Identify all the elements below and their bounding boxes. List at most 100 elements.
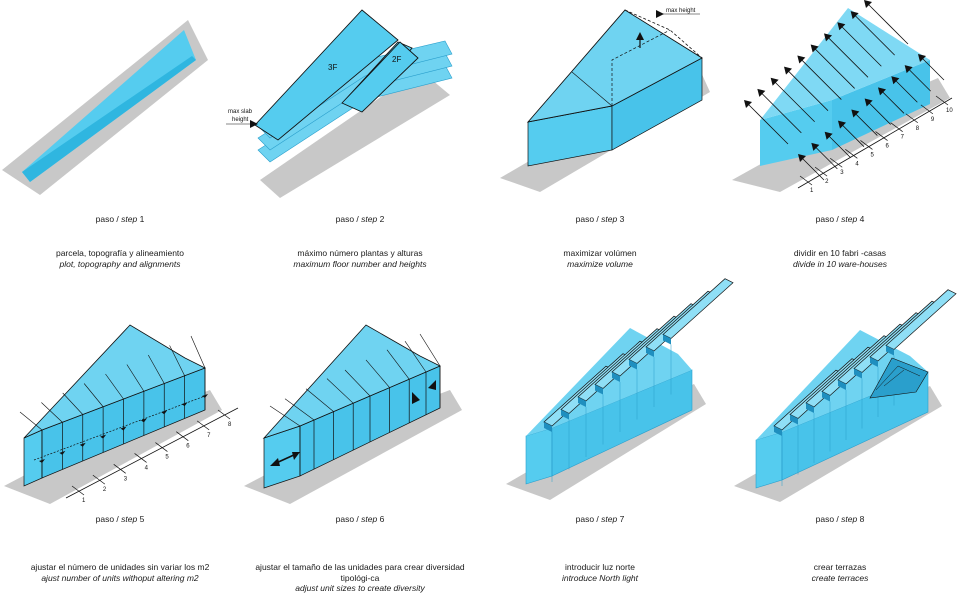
double-arrow-icon [270, 458, 280, 466]
step-description: parcela, topografía y alineamiento plot,… [55, 248, 185, 269]
roof-glazing [806, 403, 814, 413]
roof-glazing [646, 347, 654, 357]
arrow-head-icon [851, 109, 860, 118]
arrow-head-icon [838, 120, 846, 129]
floor-3f-label: 3F [328, 63, 337, 72]
step-description: ajustar el número de unidades sin variar… [30, 562, 210, 583]
division-arrow [841, 124, 865, 147]
unit-roof-line [419, 333, 441, 367]
height-marker-icon [250, 120, 258, 128]
unit-roof-line [344, 369, 371, 397]
max-slab-label: max slab [228, 109, 253, 115]
scale-tick [113, 464, 126, 474]
division-arrow [908, 68, 931, 92]
scale-tick [875, 131, 888, 141]
arrow-head-icon [100, 434, 107, 439]
arrow-head-icon [59, 450, 66, 455]
arrow-head-icon [810, 44, 819, 53]
scale-tick-label: 7 [901, 135, 905, 141]
unit-roof-line [386, 349, 410, 380]
division-arrows [744, 0, 945, 181]
roof-glazing [886, 345, 894, 356]
terrace-void [869, 357, 929, 399]
double-arrow-icon [292, 452, 300, 460]
step-6-panel: paso / step 6 ajustar el tamaño de las u… [240, 300, 480, 600]
unit-roof-line [326, 378, 354, 404]
scale-tick [830, 157, 843, 168]
arrow-head-icon [864, 98, 873, 107]
step-label: paso / step 4 [815, 214, 865, 224]
scale-tick [134, 453, 147, 463]
step-2-panel: 3F 2F max slab height paso / step 2 máxi… [226, 0, 480, 300]
arrow-head-icon [784, 66, 792, 75]
volume-top [262, 324, 441, 439]
division-arrow [854, 14, 895, 56]
step-description: dividir en 10 fabri -casas divide in 10 … [792, 248, 888, 269]
step-label: paso / step 7 [575, 514, 625, 524]
slab-2f-top [341, 41, 419, 113]
division-arrow [761, 92, 802, 134]
unit-roof-line [169, 345, 185, 376]
scale-tick-label: 3 [124, 476, 128, 482]
unit-divisions [269, 333, 441, 476]
scale-tick [155, 442, 168, 452]
unit-roof-line [404, 341, 427, 373]
step-8-panel: paso / step 8 crear terrazas create terr… [720, 289, 960, 600]
division-arrow [747, 103, 789, 145]
step-label: paso / step 6 [335, 514, 385, 524]
arrow-head-icon [140, 418, 147, 423]
division-arrow [774, 81, 815, 123]
arrow-head-icon [770, 77, 779, 86]
division-arrow [895, 79, 918, 103]
step-description: introducir luz norte introduce North lig… [561, 562, 639, 583]
scale-tick [799, 175, 813, 186]
unit-roof-line [126, 364, 145, 392]
step-label: paso / step 5 [95, 514, 145, 524]
arrow-head-icon [878, 87, 886, 96]
step-6-diagram [244, 324, 462, 504]
arrow-head-icon [904, 65, 913, 74]
arrow-head-icon [798, 154, 806, 162]
unit-divisions [19, 335, 208, 478]
volume-top [23, 324, 206, 439]
scale-tick [935, 95, 949, 106]
arrow-up-icon [636, 32, 644, 40]
step-description: crear terrazas create terraces [811, 562, 869, 583]
volume-side [832, 60, 930, 150]
scale-tick [860, 140, 873, 150]
division-arrow [801, 157, 825, 181]
height-marker-icon [656, 10, 664, 18]
roof-glazing [544, 422, 552, 432]
scale-tick [920, 104, 934, 115]
terrace-roofs [773, 289, 957, 486]
unit-roof-line [83, 383, 104, 407]
arrow-head-icon [79, 442, 86, 447]
unit-roof-line [62, 392, 83, 415]
roof-glazing [822, 391, 830, 402]
unit-roof-line [269, 405, 301, 427]
north-light-shed-roofs [543, 278, 734, 482]
arrow-head-icon [918, 54, 926, 62]
division-arrow [787, 70, 829, 111]
scale-tick [890, 122, 903, 132]
division-arrow [827, 37, 869, 78]
roof-glazing [663, 334, 671, 345]
slab-height-label: height [232, 117, 249, 123]
volume-front [755, 431, 783, 489]
roof-glazing [561, 409, 569, 420]
unit-roof-line [365, 359, 390, 388]
max-height-label: max height [666, 8, 696, 14]
division-arrow [814, 48, 855, 89]
arrow-head-icon [39, 459, 45, 463]
roof-glazing [629, 359, 637, 370]
scale-tick-label: 8 [228, 422, 232, 428]
step-2-diagram: 3F 2F max slab height [226, 9, 453, 198]
roof-glazing [854, 368, 862, 379]
unit-roof-line [19, 411, 43, 431]
volume-top [760, 8, 930, 120]
unit-roof-line [41, 402, 63, 423]
scale-tick-label: 2 [825, 179, 829, 185]
